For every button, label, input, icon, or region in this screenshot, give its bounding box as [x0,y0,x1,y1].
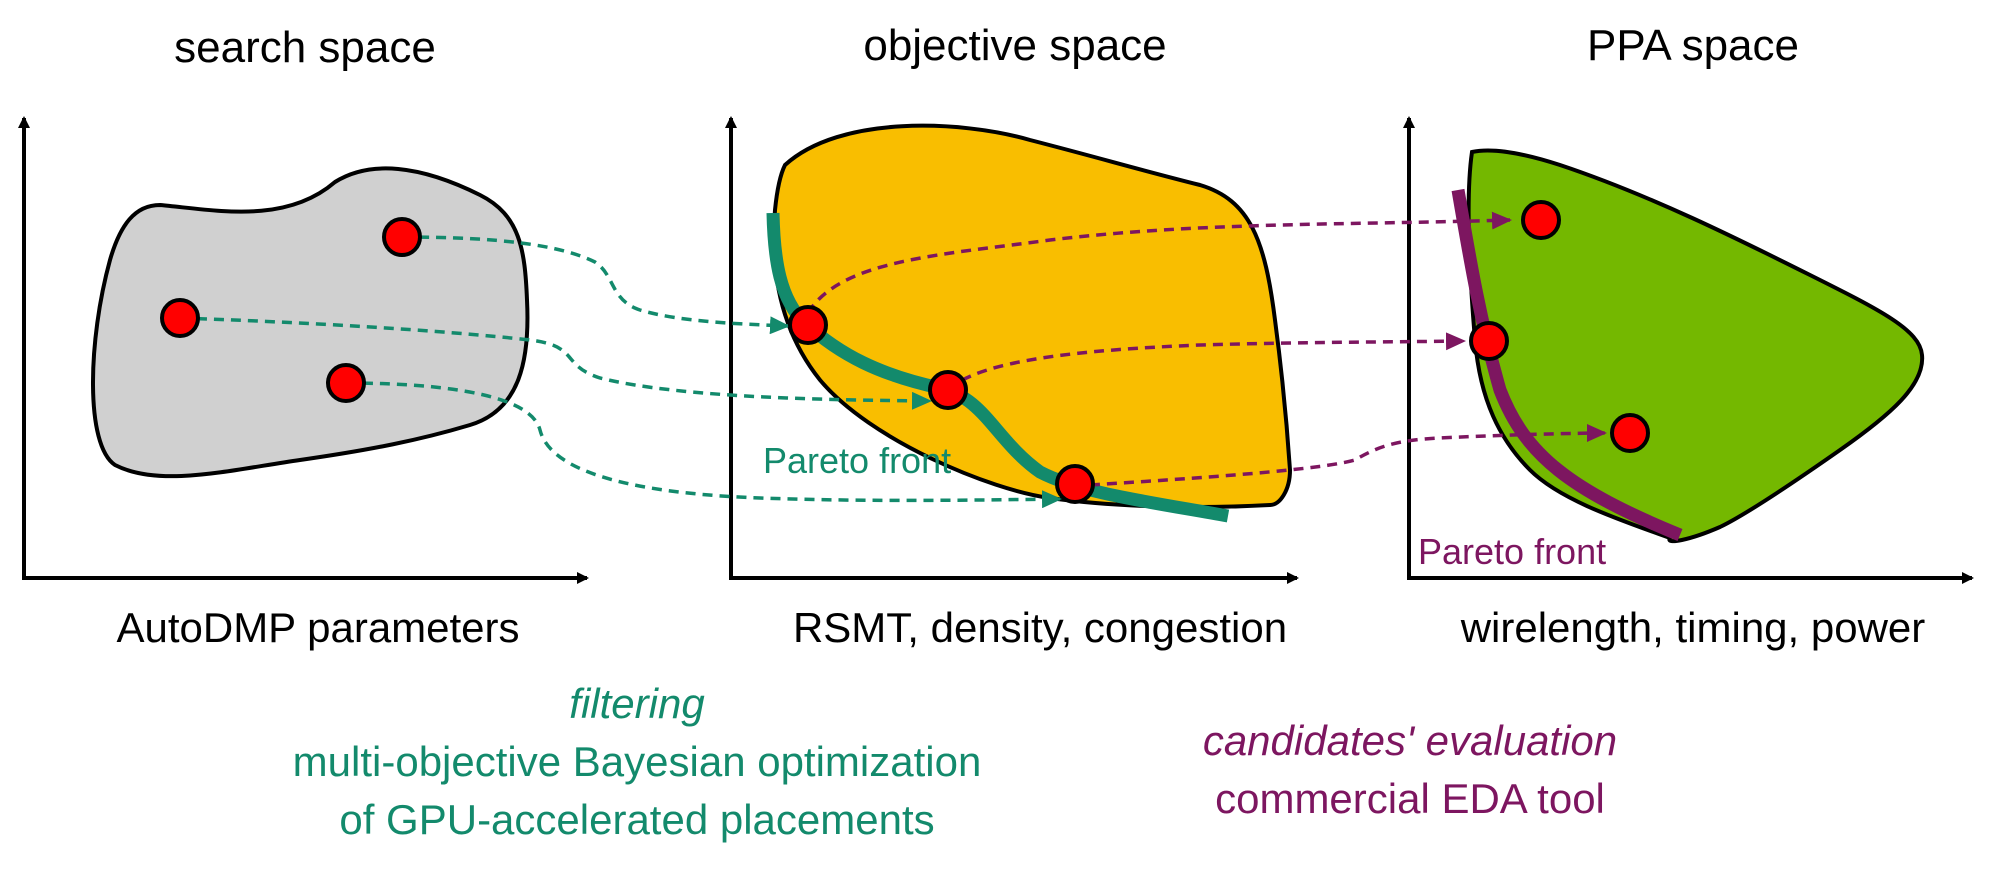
ppa-space-axis-label: wirelength, timing, power [1460,604,1926,651]
filtering-caption-line2: of GPU-accelerated placements [339,796,934,843]
search-point-3 [326,363,366,403]
evaluation-arrow-2 [946,332,1466,392]
ppa-pareto-front [1451,188,1683,542]
search-point-2 [160,298,200,338]
evaluation-caption-line1: commercial EDA tool [1215,775,1605,822]
ppa-pareto-label: Pareto front [1418,531,1606,572]
filtering-arrows [179,235,1062,509]
evaluation-caption-title: candidates' evaluation [1203,717,1617,764]
filtering-caption-line1: multi-objective Bayesian optimization [293,738,982,785]
objective-pareto-label: Pareto front [763,440,951,481]
search-space-axes [18,116,589,584]
objective-space-title: objective space [863,21,1166,70]
filtering-arrow-2 [179,316,932,410]
evaluation-arrows [806,211,1607,487]
ppa-space-axes [1403,116,1974,584]
filtering-arrow-3 [345,381,1062,509]
objective-space-points [788,305,1095,504]
search-space-axis-label: AutoDMP parameters [116,604,519,651]
ppa-point-3 [1610,413,1650,453]
evaluation-arrow-3 [1089,424,1607,487]
ppa-space-region [1466,148,1925,544]
objective-point-2 [928,370,968,410]
objective-space-axis-label: RSMT, density, congestion [793,604,1287,651]
filtering-caption-title: filtering [569,680,704,727]
objective-space-region [771,123,1293,510]
search-space-title: search space [174,23,436,72]
evaluation-arrow-1 [806,211,1512,314]
objective-point-1 [788,305,828,345]
search-space-region [91,166,530,479]
ppa-point-2 [1469,321,1509,361]
ppa-space-points [1469,200,1650,453]
ppa-space-title: PPA space [1587,21,1799,70]
ppa-point-1 [1521,200,1561,240]
objective-space-axes [725,116,1299,584]
search-space-points [160,217,422,403]
objective-point-3 [1055,464,1095,504]
search-point-1 [382,217,422,257]
filtering-arrow-1 [401,235,790,335]
